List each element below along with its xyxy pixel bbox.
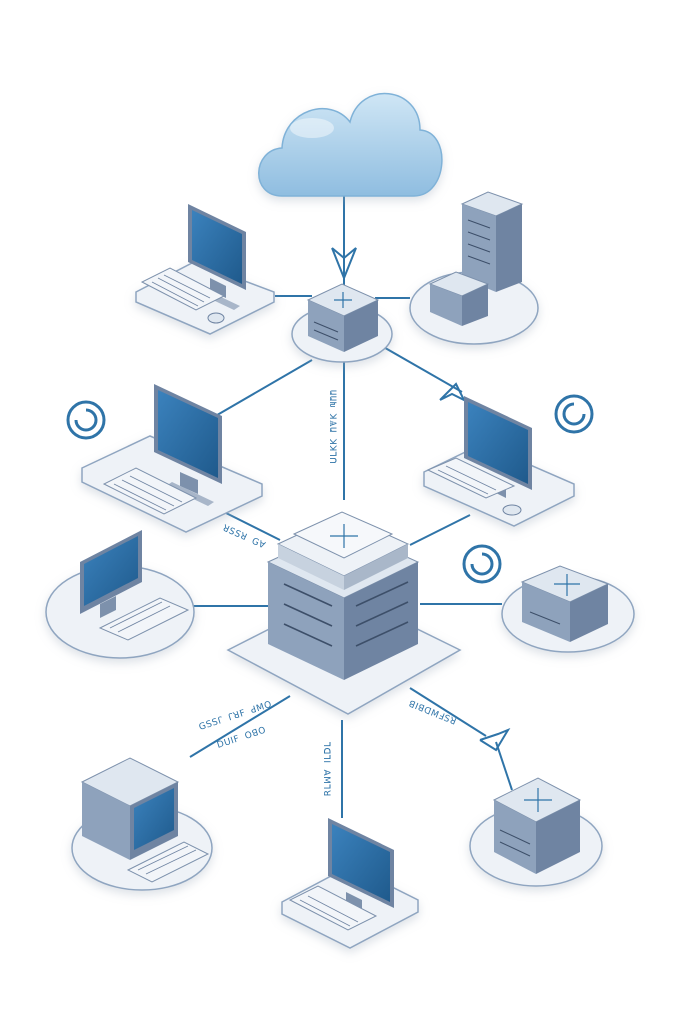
top-switch-node[interactable]	[291, 283, 393, 363]
wifi-icon	[462, 544, 502, 584]
link-lowerright-switch	[495, 741, 513, 791]
label-left-mid: ꓤꓢꓢꓤ ꓖꓯ	[221, 524, 267, 552]
link-central-ws-midright	[409, 514, 471, 546]
desktop-icon	[80, 530, 190, 641]
cloud-icon	[258, 92, 443, 197]
central-server-node[interactable]	[226, 511, 462, 715]
server-top-right-node[interactable]	[409, 191, 539, 345]
wifi-icon	[66, 400, 106, 440]
arrow-lowerright	[479, 727, 511, 752]
link-central-lowerleft	[189, 695, 291, 758]
link-switch-ws-midleft	[211, 359, 313, 419]
workstation-mid-left-node[interactable]	[81, 384, 263, 533]
switch-bottom-right-node[interactable]	[469, 777, 603, 887]
label-lower-left-2: ꓓꓴꓲꓝ ꓳꓭꓳ	[216, 726, 268, 751]
label-vertical-top: ԱԱԽ ꓘѦԱ ꓘꓘꓶꓵ	[327, 390, 337, 464]
desktop-icon	[288, 818, 394, 931]
link-switch-ws-midright	[379, 344, 463, 393]
desktop-icon	[140, 204, 246, 324]
desktop-tower-icon	[80, 757, 210, 883]
workstation-mid-right-node[interactable]	[423, 396, 575, 527]
router-right-node[interactable]	[501, 565, 635, 653]
router-icon	[520, 565, 610, 642]
server-building-icon	[266, 511, 420, 680]
workstation-bottom-node[interactable]	[281, 818, 419, 949]
wifi-icon	[554, 394, 594, 434]
desktop-icon	[426, 396, 532, 516]
pc-bottom-left-node[interactable]	[71, 757, 213, 891]
arrow-cloud-switch	[331, 247, 357, 281]
desktop-icon	[102, 384, 222, 515]
connection-lines	[189, 195, 513, 818]
server-tower-icon	[428, 191, 524, 326]
workstation-top-left-node[interactable]	[135, 204, 275, 335]
link-central-ws-midleft	[219, 509, 281, 541]
switch-icon	[306, 283, 380, 352]
switch-icon	[492, 777, 582, 874]
label-vertical-bottom: ꓶꓷꓶꓲ ꓮꓟꓶꓤ	[321, 742, 331, 797]
link-central-lowerright	[409, 687, 487, 737]
workstation-left-node[interactable]	[45, 530, 195, 659]
